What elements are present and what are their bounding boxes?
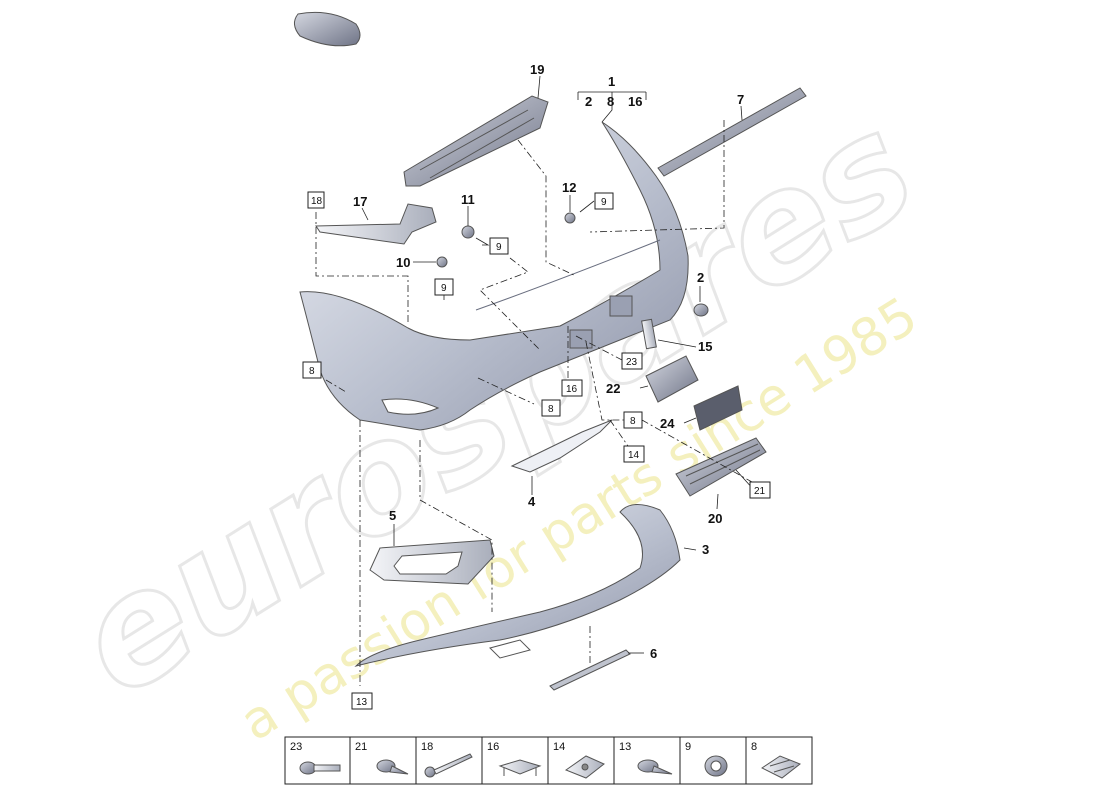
svg-text:9: 9: [496, 242, 502, 253]
legend-cell-14: 14: [547, 736, 615, 785]
svg-text:16: 16: [487, 741, 499, 753]
svg-text:13: 13: [356, 697, 368, 708]
callout-10: 10: [396, 255, 410, 270]
svg-text:14: 14: [553, 741, 565, 753]
boxed-ref-16: 16: [561, 379, 583, 397]
bolt-icon: [299, 761, 341, 775]
boxed-ref-9: 9: [594, 192, 614, 210]
boxed-ref-8: 8: [623, 411, 643, 429]
callout-12: 12: [562, 180, 576, 195]
callout-labels: 1 2 8 16 19 7 12 11 17 10 2 15 22 24 4 5…: [353, 62, 744, 661]
boxed-references: 18 9 9 9 8 23 16 8: [302, 191, 771, 710]
boxed-ref-9: 9: [489, 237, 509, 255]
svg-text:9: 9: [685, 741, 691, 753]
svg-text:18: 18: [311, 196, 323, 207]
boxed-ref-23: 23: [621, 352, 643, 370]
callout-15: 15: [698, 339, 712, 354]
callout-2: 2: [697, 270, 704, 285]
svg-text:8: 8: [751, 741, 757, 753]
callout-22: 22: [606, 381, 620, 396]
callout-1: 1: [608, 74, 615, 89]
boxed-ref-14: 14: [623, 445, 645, 463]
part-10-fastener: [436, 256, 448, 268]
svg-text:21: 21: [355, 741, 367, 753]
svg-text:8: 8: [630, 416, 636, 427]
part-4-bracket: [510, 419, 613, 473]
svg-text:18: 18: [421, 741, 433, 753]
part-5-bezel: [369, 539, 495, 585]
svg-text:8: 8: [548, 404, 554, 415]
part-3-diffuser: [354, 504, 681, 667]
part-2-plug: [693, 303, 709, 317]
boxed-ref-13: 13: [351, 692, 373, 710]
callout-17: 17: [353, 194, 367, 209]
grommet-icon: [704, 755, 728, 777]
callout-1-sub-16: 16: [628, 94, 642, 109]
callout-4: 4: [528, 494, 536, 509]
fastener-legend: 23 21 18 16: [284, 736, 813, 785]
clip-icon: [761, 755, 801, 779]
svg-text:9: 9: [441, 283, 447, 294]
boxed-ref-18: 18: [307, 191, 325, 209]
boxed-ref-8: 8: [541, 399, 561, 417]
callout-6: 6: [650, 646, 657, 661]
assembly-lines: [315, 120, 753, 686]
part-1-bumper-cover: [299, 121, 689, 431]
rivet-icon: [424, 753, 473, 778]
callout-7: 7: [737, 92, 744, 107]
boxed-ref-9: 9: [434, 278, 454, 296]
callout-1-sub-8: 8: [607, 94, 614, 109]
callout-3: 3: [702, 542, 709, 557]
svg-text:21: 21: [754, 486, 766, 497]
legend-cell-8: 8: [745, 736, 813, 785]
callout-1-sub-2: 2: [585, 94, 592, 109]
boxed-ref-8: 8: [302, 361, 322, 379]
part-15-post: [641, 318, 657, 350]
screw-icon: [637, 759, 673, 775]
boxed-ref-21: 21: [749, 481, 771, 499]
svg-text:9: 9: [601, 197, 607, 208]
callout-11: 11: [461, 192, 475, 207]
sealant-tube: [294, 11, 361, 47]
screw-icon: [376, 759, 409, 775]
nut-clip-icon: [564, 755, 605, 779]
legend-cell-9: 9: [679, 736, 747, 785]
svg-text:23: 23: [626, 357, 638, 368]
legend-cell-16: 16: [481, 736, 549, 785]
svg-text:23: 23: [290, 741, 302, 753]
part-22-plate: [645, 355, 699, 403]
part-12-fastener: [564, 212, 576, 224]
part-24-plate: [693, 385, 743, 431]
callout-5: 5: [389, 508, 396, 523]
svg-text:14: 14: [628, 450, 640, 461]
part-20-grille: [675, 437, 767, 497]
part-7-strip: [657, 87, 807, 177]
clip-icon: [498, 759, 542, 776]
svg-text:8: 8: [309, 366, 315, 377]
callout-24: 24: [660, 416, 675, 431]
callout-20: 20: [708, 511, 722, 526]
part-6-strip: [549, 649, 631, 691]
legend-cell-18: 18: [415, 736, 483, 785]
legend-cell-13: 13: [613, 736, 681, 785]
part-17-bracket: [315, 203, 437, 245]
legend-cell-23: 23: [284, 736, 351, 785]
callout-19: 19: [530, 62, 544, 77]
part-11-fastener: [461, 225, 475, 239]
part-19-bracket: [403, 95, 549, 187]
leader-lines: [361, 75, 755, 654]
svg-text:13: 13: [619, 741, 631, 753]
svg-text:16: 16: [566, 384, 578, 395]
